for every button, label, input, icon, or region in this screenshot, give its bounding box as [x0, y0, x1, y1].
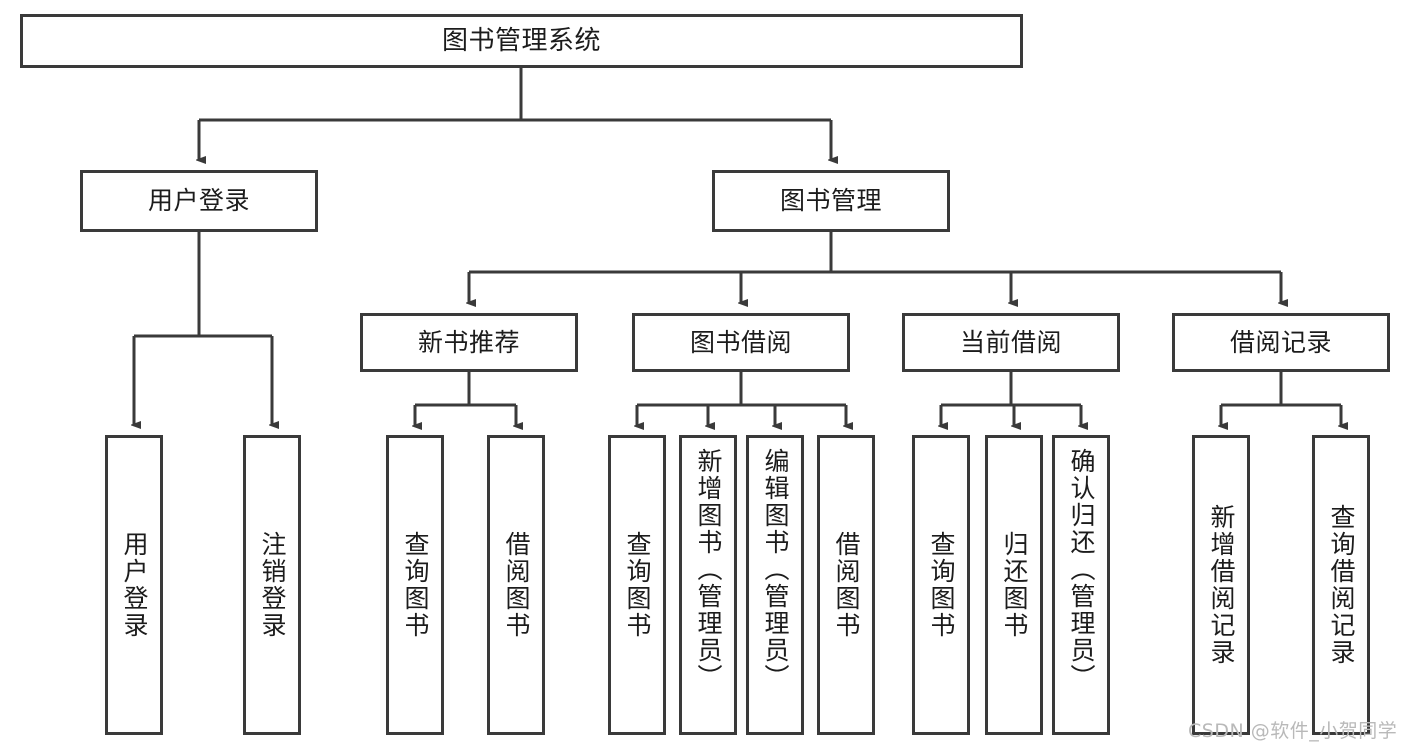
node-leaf-add-book-admin[interactable]: 新增图书（管理员） — [679, 435, 737, 735]
node-new-book-recommendation[interactable]: 新书推荐 — [360, 313, 578, 372]
current-borrow-to-leaves-connectors — [941, 372, 1081, 426]
node-leaf-borrow-book-recommendation[interactable]: 借阅图书 — [487, 435, 545, 735]
node-label: 新书推荐 — [417, 327, 520, 357]
node-book-borrow[interactable]: 图书借阅 — [632, 313, 850, 372]
node-book-manage[interactable]: 图书管理 — [712, 170, 950, 232]
node-label: 查询图书 — [623, 531, 652, 639]
new-book-rec-to-leaves-connectors — [415, 372, 516, 426]
node-root-system[interactable]: 图书管理系统 — [20, 14, 1023, 68]
node-label: 借阅图书 — [502, 531, 531, 639]
node-leaf-query-borrow-record[interactable]: 查询借阅记录 — [1312, 435, 1370, 735]
node-label: 当前借阅 — [959, 327, 1062, 357]
node-label: 图书借阅 — [689, 327, 792, 357]
book-manage-to-level3-connectors — [469, 232, 1281, 303]
node-label: 新增图书（管理员） — [694, 448, 723, 691]
node-label: 新增借阅记录 — [1207, 504, 1236, 666]
book-borrow-to-leaves-connectors — [637, 372, 846, 426]
node-leaf-edit-book-admin[interactable]: 编辑图书（管理员） — [746, 435, 804, 735]
node-label: 编辑图书（管理员） — [761, 448, 790, 691]
borrow-record-to-leaves-connectors — [1221, 372, 1341, 426]
user-login-to-leaves-connectors — [134, 232, 272, 425]
node-label: 注销登录 — [258, 531, 287, 639]
node-borrow-record[interactable]: 借阅记录 — [1172, 313, 1390, 372]
node-leaf-query-book-current[interactable]: 查询图书 — [912, 435, 970, 735]
node-leaf-query-book-recommendation[interactable]: 查询图书 — [386, 435, 444, 735]
node-label: 用户登录 — [147, 186, 250, 216]
node-label: 确认归还（管理员） — [1067, 448, 1096, 691]
node-label: 图书管理 — [779, 186, 882, 216]
node-leaf-borrow-book[interactable]: 借阅图书 — [817, 435, 875, 735]
node-label: 查询借阅记录 — [1327, 504, 1356, 666]
node-user-login[interactable]: 用户登录 — [80, 170, 318, 232]
node-current-borrow[interactable]: 当前借阅 — [902, 313, 1120, 372]
node-label: 借阅图书 — [832, 531, 861, 639]
node-label: 图书管理系统 — [441, 25, 601, 56]
node-label: 查询图书 — [927, 531, 956, 639]
node-leaf-logout[interactable]: 注销登录 — [243, 435, 301, 735]
node-label: 用户登录 — [120, 531, 149, 639]
node-leaf-confirm-return-admin[interactable]: 确认归还（管理员） — [1052, 435, 1110, 735]
node-label: 借阅记录 — [1229, 327, 1332, 357]
node-label: 查询图书 — [401, 531, 430, 639]
root-to-level2-connectors — [199, 68, 831, 160]
node-leaf-query-book-borrow[interactable]: 查询图书 — [608, 435, 666, 735]
node-leaf-add-borrow-record[interactable]: 新增借阅记录 — [1192, 435, 1250, 735]
node-leaf-user-login[interactable]: 用户登录 — [105, 435, 163, 735]
node-label: 归还图书 — [1000, 531, 1029, 639]
node-leaf-return-book[interactable]: 归还图书 — [985, 435, 1043, 735]
